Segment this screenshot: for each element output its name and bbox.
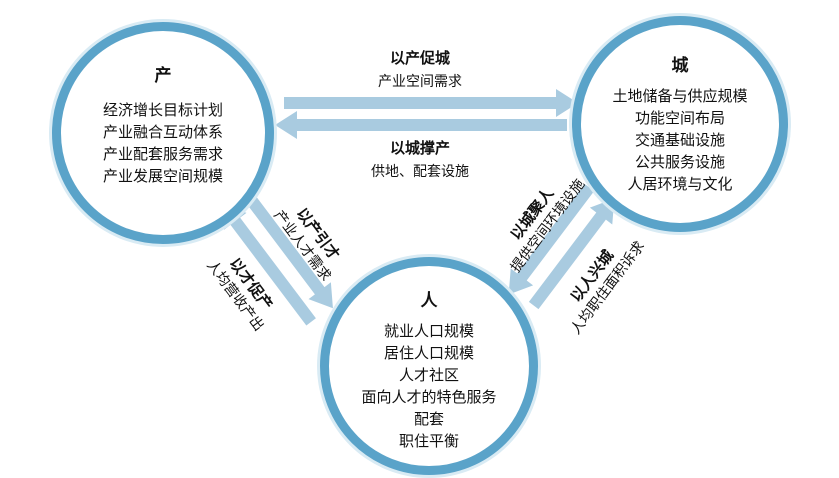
node-cheng: 城 土地储备与供应规模 功能空间布局 交通基础设施 公共服务设施 人居环境与文化 — [572, 16, 788, 232]
node-cheng-item: 功能空间布局 — [634, 109, 725, 127]
node-cheng-item: 公共服务设施 — [634, 153, 725, 171]
node-ren: 人 就业人口规模 居住人口规模 人才社区 面向人才的特色服务 配套 职住平衡 — [320, 257, 538, 475]
node-ren-item: 居住人口规模 — [383, 344, 474, 362]
arrow-cheng-to-ren — [508, 183, 595, 295]
node-ren-item: 面向人才的特色服务 — [361, 388, 497, 406]
arrow-chan-to-cheng — [284, 89, 578, 117]
node-ren-title: 人 — [420, 291, 438, 311]
label-cheng-to-chan-sub: 供地、配套设施 — [371, 164, 469, 180]
node-chan-item: 产业发展空间规模 — [102, 167, 223, 185]
arrow-ren-to-cheng — [528, 198, 615, 310]
node-cheng-item: 交通基础设施 — [634, 131, 725, 149]
node-ren-items: 就业人口规模 居住人口规模 人才社区 面向人才的特色服务 配套 职住平衡 — [329, 320, 529, 452]
node-chan: 产 经济增长目标计划 产业融合互动体系 产业配套服务需求 产业发展空间规模 — [52, 22, 274, 244]
node-ren-item: 配套 — [413, 410, 444, 428]
label-cheng-to-chan-title: 以城撑产 — [389, 139, 450, 157]
arrow-chan-to-ren — [239, 186, 333, 309]
node-cheng-item: 土地储备与供应规模 — [612, 87, 748, 105]
node-chan-item: 经济增长目标计划 — [102, 101, 223, 119]
label-chan-to-cheng-title: 以产促城 — [389, 49, 450, 67]
node-ren-item: 人才社区 — [398, 366, 459, 384]
arrow-ren-to-chan — [222, 203, 316, 326]
node-ren-item: 就业人口规模 — [383, 322, 474, 340]
node-chan-title: 产 — [154, 66, 172, 86]
node-ren-item: 职住平衡 — [398, 432, 459, 450]
node-chan-items: 经济增长目标计划 产业融合互动体系 产业配套服务需求 产业发展空间规模 — [61, 99, 265, 187]
arrow-cheng-to-chan — [275, 111, 567, 139]
label-chan-to-cheng-sub: 产业空间需求 — [378, 74, 462, 90]
node-chan-item: 产业配套服务需求 — [102, 145, 223, 163]
label-chan-to-cheng: 以产促城 产业空间需求 — [355, 48, 485, 92]
node-chan-item: 产业融合互动体系 — [102, 123, 223, 141]
node-cheng-item: 人居环境与文化 — [627, 175, 733, 193]
node-cheng-title: 城 — [671, 56, 689, 76]
node-cheng-items: 土地储备与供应规模 功能空间布局 交通基础设施 公共服务设施 人居环境与文化 — [581, 85, 779, 195]
label-cheng-to-chan: 以城撑产 供地、配套设施 — [355, 138, 485, 182]
